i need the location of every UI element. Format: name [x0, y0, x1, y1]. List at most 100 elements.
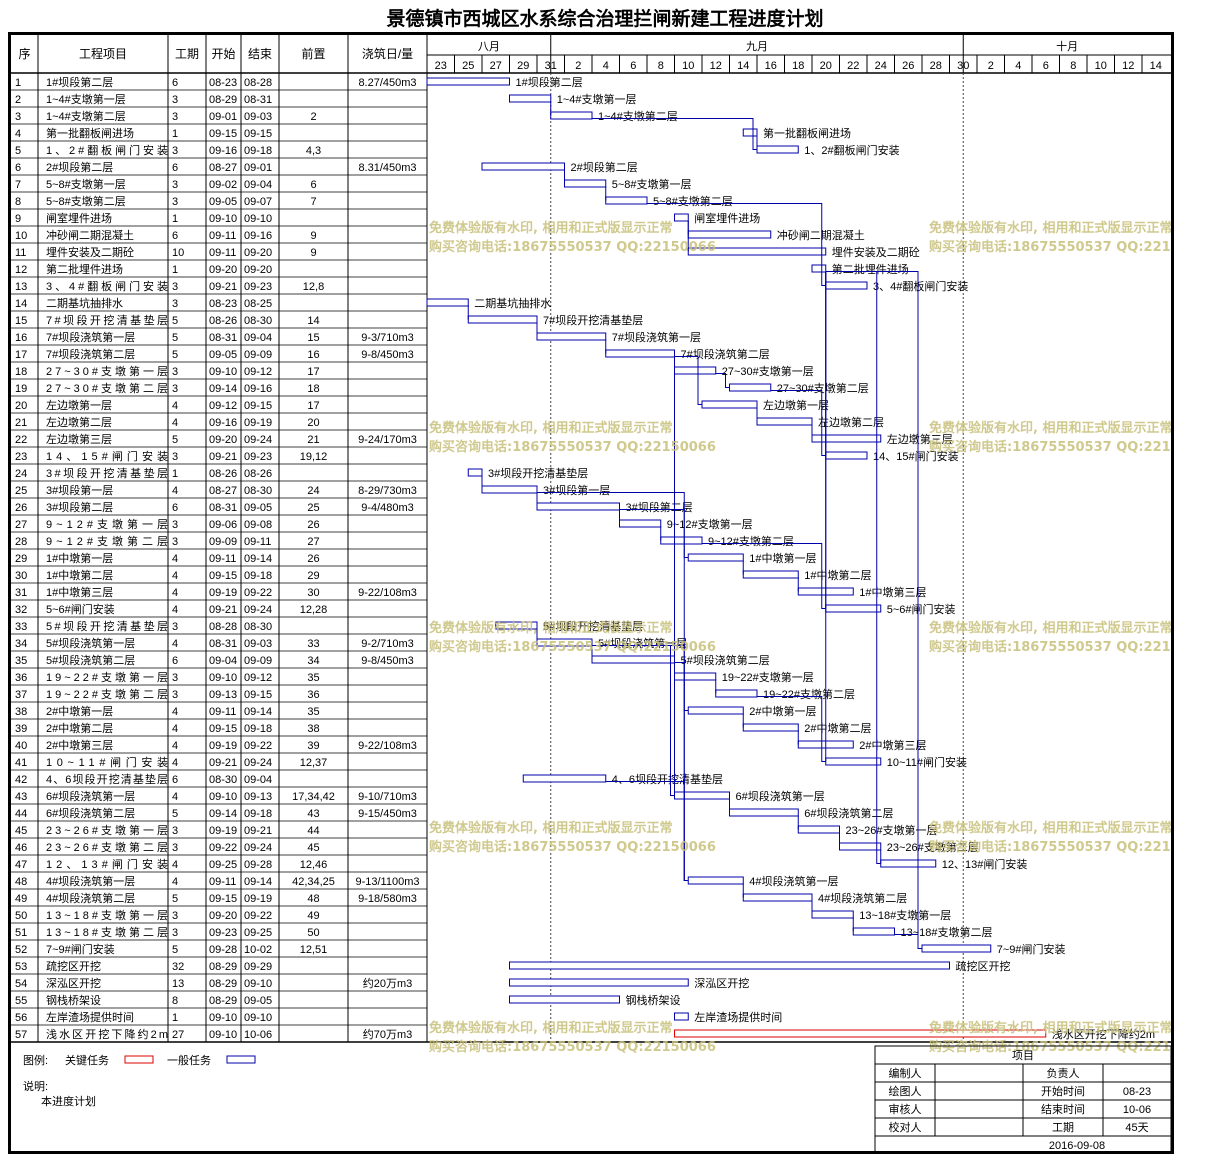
task-name: 2#坝段第二层 — [46, 160, 113, 174]
task-predecessor: 49 — [307, 910, 319, 922]
watermark-line2: 购买咨询电话:18675550537 QQ:22150066 — [929, 1039, 1171, 1055]
gantt-bar — [674, 791, 730, 800]
task-end: 09-14 — [244, 706, 272, 718]
watermark-line2: 购买咨询电话:18675550537 QQ:22150066 — [429, 639, 716, 655]
gantt-bar-label: 5#坝段浇筑第二层 — [681, 653, 770, 667]
task-end: 09-09 — [244, 655, 272, 667]
task-duration: 13 — [172, 978, 184, 990]
task-duration: 3 — [172, 298, 178, 310]
gantt-bar-label: 第二批埋件进场 — [832, 262, 909, 276]
day-tick-label: 14 — [737, 60, 749, 72]
task-end: 09-18 — [244, 723, 272, 735]
gantt-bar — [467, 468, 483, 477]
gantt-bar-label: 5~8#支墩第二层 — [653, 194, 733, 208]
task-name: 7#坝段开挖清基垫层 — [46, 313, 168, 327]
day-tick-label: 6 — [630, 60, 636, 72]
task-duration: 5 — [172, 434, 178, 446]
task-id: 12 — [15, 264, 27, 276]
gantt-bar-label: 13~18#支墩第二层 — [901, 925, 993, 939]
gantt-bar-label: 13~18#支墩第一层 — [859, 908, 951, 922]
task-end: 09-21 — [244, 825, 272, 837]
task-predecessor: 24 — [307, 485, 319, 497]
watermark-line1: 免费体验版有水印, 相用和正式版显示正常 — [929, 620, 1171, 636]
task-pour: 8.27/450m3 — [358, 77, 416, 89]
task-end: 09-07 — [244, 196, 272, 208]
column-header: 工程项目 — [79, 46, 127, 61]
gantt-bar-label: 3#坝段开挖清基垫层 — [488, 466, 588, 480]
task-start: 09-20 — [209, 434, 237, 446]
day-tick-label: 18 — [792, 60, 804, 72]
task-id: 56 — [15, 1012, 27, 1024]
task-predecessor: 26 — [307, 553, 319, 565]
task-end: 08-30 — [244, 485, 272, 497]
gantt-bar — [426, 298, 469, 307]
task-name: 3、4#翻板闸门安装 — [46, 279, 168, 293]
watermark-line2: 购买咨询电话:18675550537 QQ:22150066 — [929, 239, 1171, 255]
page-title: 景德镇市西城区水系综合治理拦闸新建工程进度计划 — [386, 8, 824, 30]
task-duration: 1 — [172, 1012, 178, 1024]
gantt-bar — [674, 366, 717, 375]
gantt-bar — [522, 774, 607, 783]
task-predecessor: 17,34,42 — [292, 791, 335, 803]
month-label: 八月 — [478, 41, 500, 53]
task-duration: 5 — [172, 808, 178, 820]
gantt-bar — [509, 961, 950, 970]
task-predecessor: 4,3 — [306, 145, 321, 157]
task-start: 09-12 — [209, 400, 237, 412]
day-tick-label: 8 — [658, 60, 664, 72]
task-end: 08-31 — [244, 94, 272, 106]
task-duration: 3 — [172, 689, 178, 701]
task-end: 09-22 — [244, 740, 272, 752]
day-tick-label: 12 — [1122, 60, 1134, 72]
info-cell: 编制人 — [889, 1066, 922, 1080]
task-id: 50 — [15, 910, 27, 922]
task-id: 21 — [15, 417, 27, 429]
task-pour: 9-13/1100m3 — [355, 876, 419, 888]
task-predecessor: 38 — [307, 723, 319, 735]
task-predecessor: 27 — [307, 536, 319, 548]
task-start: 09-15 — [209, 723, 237, 735]
day-tick-label: 10 — [1095, 60, 1107, 72]
task-start: 09-15 — [209, 893, 237, 905]
task-end: 09-10 — [244, 213, 272, 225]
task-start: 09-05 — [209, 196, 237, 208]
task-id: 16 — [15, 332, 27, 344]
gantt-bar-label: 6#坝段浇筑第二层 — [804, 806, 893, 820]
info-cell: 结束时间 — [1041, 1103, 1085, 1116]
task-predecessor: 20 — [307, 417, 319, 429]
task-predecessor: 12,28 — [300, 604, 328, 616]
task-start: 09-21 — [209, 757, 237, 769]
task-end: 09-03 — [244, 638, 272, 650]
task-start: 09-11 — [209, 247, 236, 259]
task-duration: 3 — [172, 366, 178, 378]
gantt-bar-label: 7#坝段浇筑第二层 — [681, 347, 770, 361]
task-name: 12、13#闸门安装 — [46, 857, 168, 871]
day-tick-label: 10 — [682, 60, 694, 72]
gantt-bar — [687, 230, 772, 239]
watermark-line1: 免费体验版有水印, 相用和正式版显示正常 — [929, 1020, 1171, 1036]
task-name: 冲砂闸二期混凝土 — [46, 228, 134, 242]
gantt-bar-label: 左岸渣场提供时间 — [694, 1010, 782, 1024]
gantt-bar-label: 5#坝段开挖清基垫层 — [543, 619, 643, 633]
gantt-bar-label: 第一批翻板闸进场 — [763, 126, 851, 140]
task-duration: 3 — [172, 451, 178, 463]
dependency-link — [757, 696, 826, 762]
task-start: 08-29 — [209, 961, 237, 973]
task-id: 1 — [15, 77, 21, 89]
task-predecessor: 18 — [307, 383, 319, 395]
task-pour: 9-24/170m3 — [358, 434, 417, 446]
day-tick-label: 22 — [847, 60, 859, 72]
task-duration: 32 — [172, 961, 184, 973]
task-predecessor: 29 — [307, 570, 319, 582]
watermark-line1: 免费体验版有水印, 相用和正式版显示正常 — [429, 220, 672, 236]
task-duration: 27 — [172, 1029, 184, 1041]
task-name: 深泓区开挖 — [46, 976, 101, 990]
task-end: 09-14 — [244, 553, 272, 565]
note-text: 本进度计划 — [41, 1094, 96, 1108]
task-end: 09-01 — [244, 162, 272, 174]
task-start: 08-31 — [209, 332, 237, 344]
task-duration: 4 — [172, 876, 178, 888]
column-header: 工期 — [175, 47, 199, 61]
note-title: 说明: — [23, 1079, 48, 1093]
task-name: 浅水区开挖下降约2m — [46, 1027, 168, 1041]
